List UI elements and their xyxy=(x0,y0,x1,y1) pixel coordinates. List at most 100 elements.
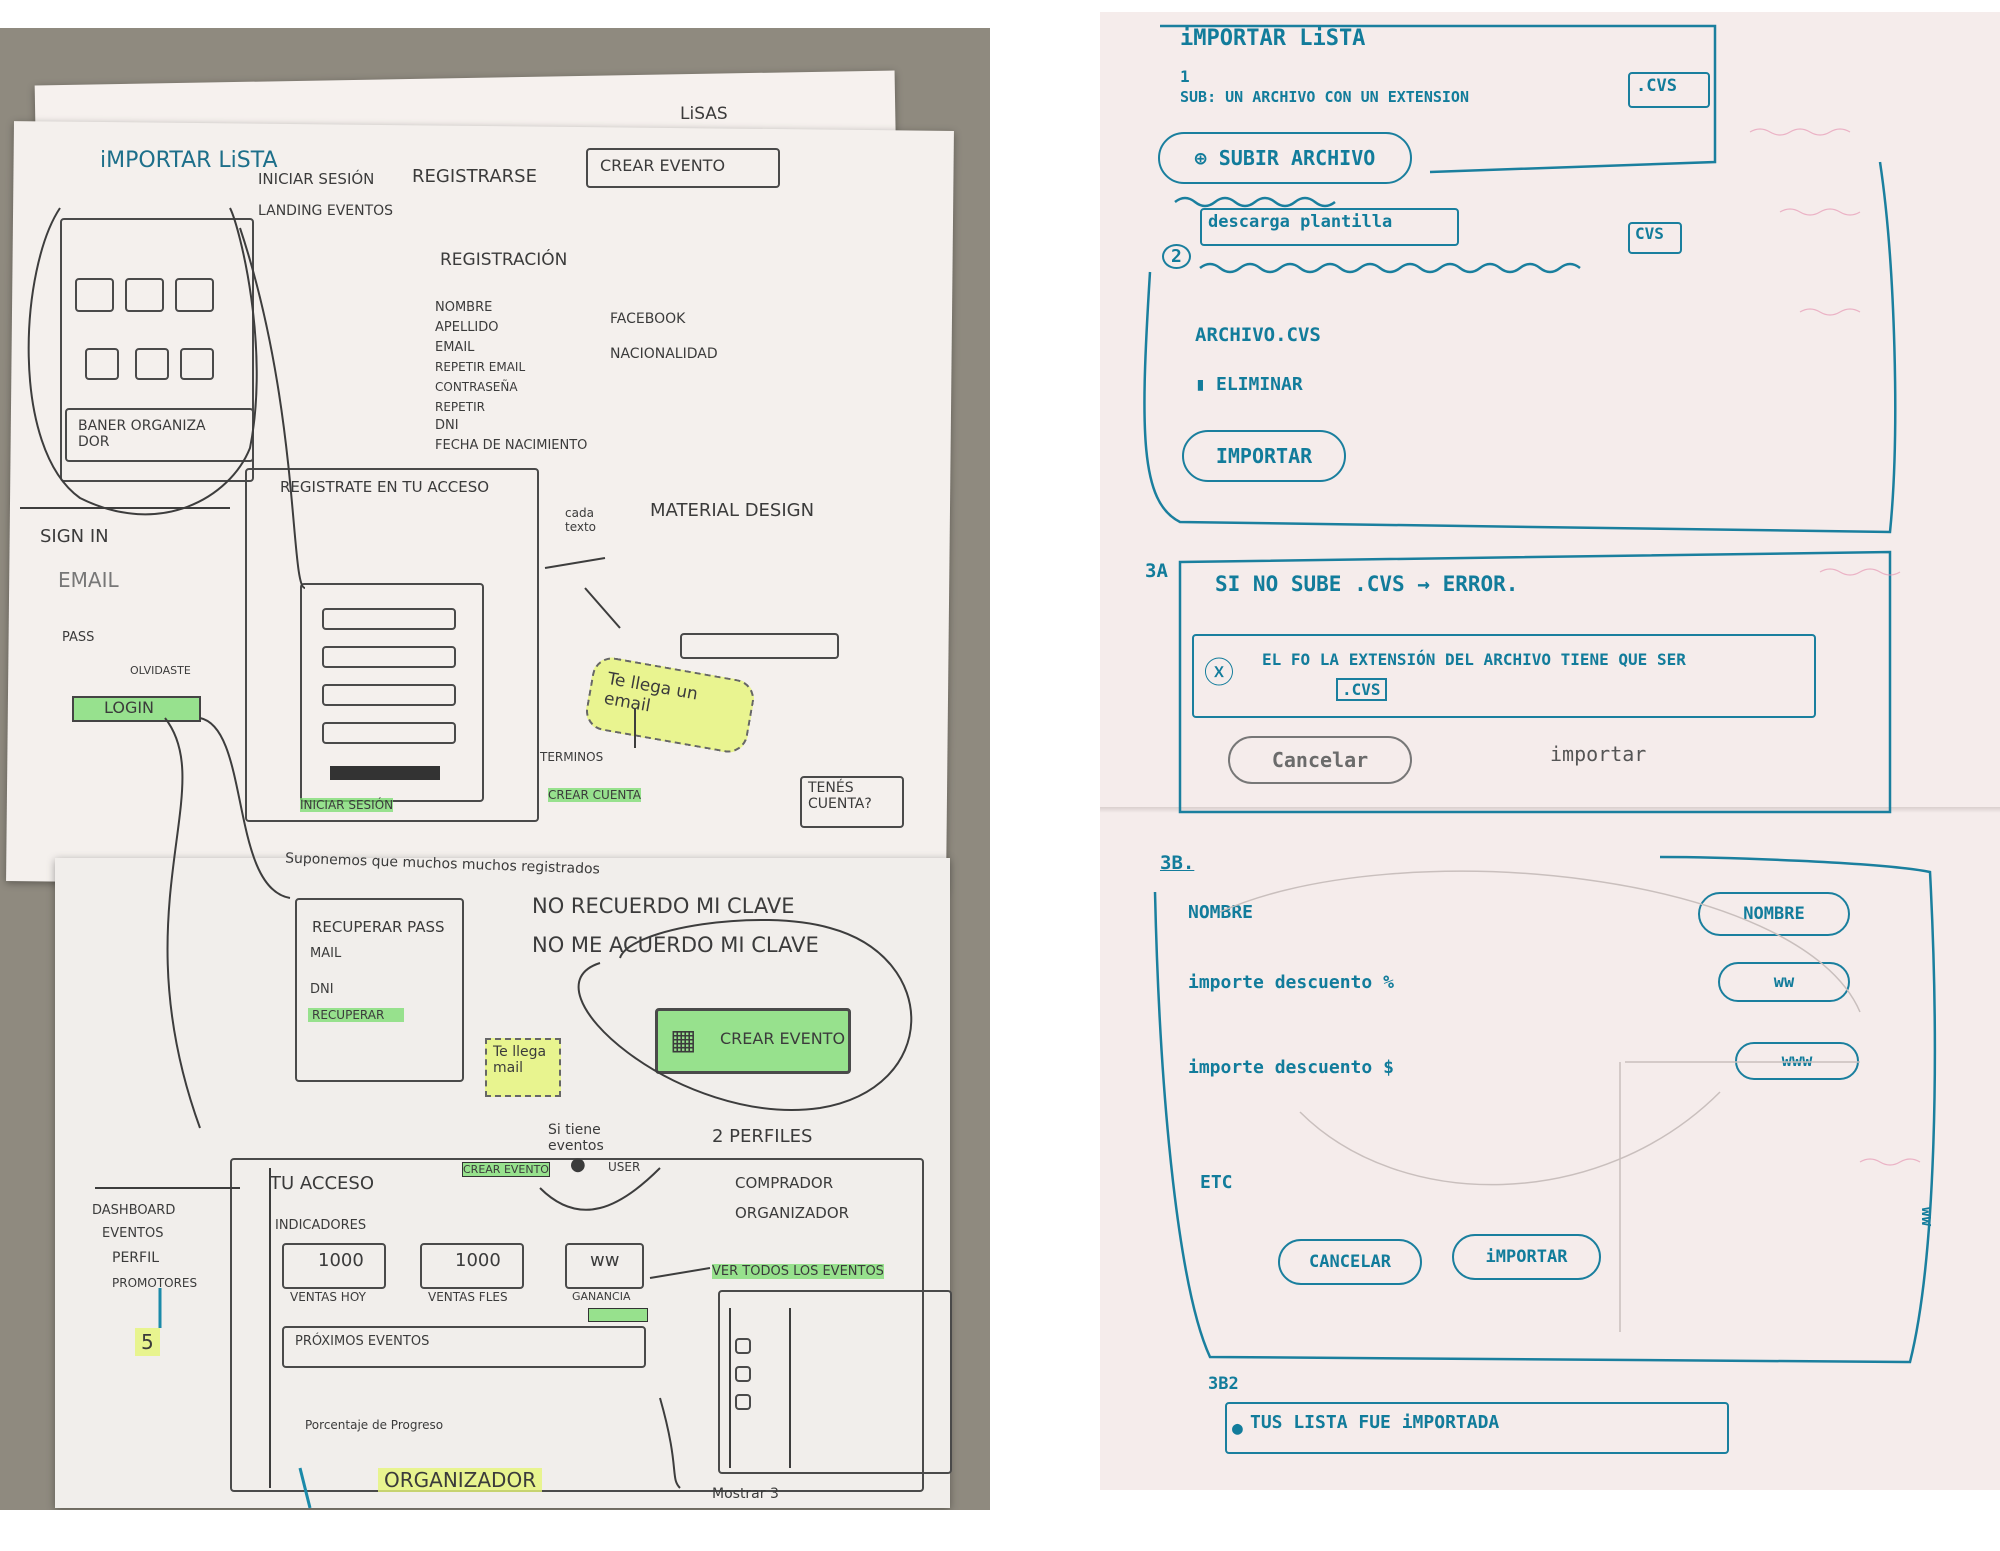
s3b-num: 3B. xyxy=(1160,852,1195,874)
reg-option-facebook: FACEBOOK xyxy=(610,311,686,327)
stat-value-3: ww xyxy=(590,1250,620,1271)
reg-field-3: REPETIR EMAIL xyxy=(435,360,526,374)
organizador-label: ORGANIZADOR xyxy=(378,1468,543,1492)
tenes-cuenta-label: TENÉS CUENTA? xyxy=(808,780,872,812)
signin-pass: PASS xyxy=(62,630,95,645)
login-button[interactable]: LOGIN xyxy=(72,696,201,722)
s1-title: iMPORTAR LiSTA xyxy=(1180,26,1366,51)
tab-crear-evento: CREAR EVENTO xyxy=(600,156,726,175)
s1-sub: SUB: UN ARCHIVO CON UN EXTENSION xyxy=(1180,88,1469,106)
tab-registrarse: REGISTRARSE xyxy=(412,166,537,187)
crear-evento-button[interactable]: ▦ CREAR EVENTO xyxy=(655,1008,851,1074)
s2-archivo: ARCHIVO.CVS xyxy=(1195,324,1321,346)
s3a-ext: .CVS xyxy=(1336,678,1387,701)
recover-title: RECUPERAR PASS xyxy=(312,918,445,936)
error-x-icon: ⓧ xyxy=(1204,656,1234,691)
s3a-importar-button[interactable]: importar xyxy=(1550,742,1647,766)
crear-cuenta-button[interactable]: CREAR CUENTA xyxy=(548,788,641,802)
stat-label-3: GANANCIA xyxy=(572,1290,631,1303)
s1-num: 1 xyxy=(1180,67,1190,86)
mostrar-label: Mostrar 3 xyxy=(712,1486,779,1502)
stat-label-1: VENTAS HOY xyxy=(290,1290,366,1304)
perfiles-title: 2 PERFILES xyxy=(712,1126,813,1147)
s3b-field-2-label: importe descuento $ xyxy=(1188,1057,1394,1078)
terminos-label: TERMINOS xyxy=(540,750,604,764)
s3a-cancelar-button[interactable]: Cancelar xyxy=(1228,736,1412,784)
s2-eliminar[interactable]: ELIMINAR xyxy=(1216,374,1303,395)
recover-box xyxy=(295,898,464,1082)
register-input-2 xyxy=(322,646,456,668)
user-icon[interactable]: ● xyxy=(570,1154,586,1175)
recover-button[interactable]: RECUPERAR xyxy=(308,1008,405,1022)
sidebar-item-perfil[interactable]: PERFIL xyxy=(112,1250,159,1266)
trash-icon[interactable]: ▮ xyxy=(1195,374,1206,395)
perfil-organizador: ORGANIZADOR xyxy=(735,1204,850,1222)
recover-dni: DNI xyxy=(310,982,334,997)
s2-importar-button[interactable]: IMPORTAR xyxy=(1182,430,1346,482)
reg-field-0: NOMBRE xyxy=(435,300,493,315)
tenes-cuenta-box xyxy=(800,776,904,828)
sidebar-item-eventos[interactable]: EVENTOS xyxy=(102,1226,164,1241)
dashboard-crear-evento[interactable]: CREAR EVENTO xyxy=(462,1162,550,1177)
subir-archivo-button[interactable]: ⊕ SUBIR ARCHIVO xyxy=(1158,132,1412,184)
stat-value-2: 1000 xyxy=(455,1250,501,1271)
reg-field-2: EMAIL xyxy=(435,340,475,355)
register-input-3 xyxy=(322,684,456,706)
s3b-field-1-label: importe descuento % xyxy=(1188,972,1394,993)
crear-evento-tab-box xyxy=(586,148,780,188)
recover-mail: MAIL xyxy=(310,946,342,961)
register-submit[interactable] xyxy=(330,766,440,780)
s3a-title: SI NO SUBE .CVS → ERROR. xyxy=(1215,572,1519,596)
right-sheet-fold xyxy=(1100,807,2000,813)
sidebar-item-dashboard[interactable]: DASHBOARD xyxy=(92,1203,176,1218)
register-box xyxy=(245,468,539,822)
landing-card-3 xyxy=(175,278,214,312)
landing-wireframe xyxy=(60,218,254,482)
left-sketch-strokes xyxy=(20,207,913,1509)
event-item-2[interactable] xyxy=(735,1366,751,1382)
landing-label: LANDING EVENTOS xyxy=(258,203,394,219)
login-button-label: LOGIN xyxy=(104,698,155,717)
reg-field-6: DNI xyxy=(435,418,459,433)
tab-listas: LiSAS xyxy=(680,104,728,124)
s3b-importar-button[interactable]: iMPORTAR xyxy=(1452,1234,1601,1280)
stat-label-2: VENTAS FLES xyxy=(428,1290,508,1304)
s2-descarga[interactable]: descarga plantilla xyxy=(1208,212,1393,232)
register-title: REGISTRATE EN TU ACCESO xyxy=(280,478,490,496)
right-sketch-photo: iMPORTAR LiSTA 1 SUB: UN ARCHIVO CON UN … xyxy=(1100,12,2000,1490)
proximos-box xyxy=(282,1326,646,1368)
register-input-1 xyxy=(322,608,456,630)
ver-todos-link[interactable]: VER TODOS LOS EVENTOS xyxy=(712,1264,884,1279)
s2-cvs: CVS xyxy=(1635,224,1664,243)
reg-field-4: CONTRASEÑA xyxy=(435,380,518,394)
tab-importar-lista: iMPORTAR LiSTA xyxy=(100,148,278,173)
no-recuerdo-2: NO ME ACUERDO MI CLAVE xyxy=(532,933,819,957)
reg-field-1: APELLIDO xyxy=(435,320,499,335)
s3b-field-2-value[interactable]: www xyxy=(1735,1042,1859,1080)
register-input-4 xyxy=(322,722,456,744)
s3b-field-0-value[interactable]: NOMBRE xyxy=(1698,892,1850,936)
stat-box-3 xyxy=(565,1243,644,1289)
signin-olvidaste: OLVIDASTE xyxy=(130,664,191,677)
plus-circle-icon: ⊕ xyxy=(1194,146,1207,170)
event-item-3[interactable] xyxy=(735,1394,751,1410)
page-number-badge: 5 xyxy=(135,1328,160,1356)
s3b2-num: 3B2 xyxy=(1208,1374,1239,1394)
s2-cvs-box xyxy=(1628,222,1682,254)
s3b2-msg: TUS LISTA FUE iMPORTADA xyxy=(1250,1412,1500,1433)
no-recuerdo-1: NO RECUERDO MI CLAVE xyxy=(532,894,795,918)
material-design-label: MATERIAL DESIGN xyxy=(650,500,815,521)
sidebar-item-promotores[interactable]: PROMOTORES xyxy=(112,1276,198,1290)
iniciar-sesion-link[interactable]: INICIAR SESIÓN xyxy=(300,798,394,812)
subir-archivo-label: SUBIR ARCHIVO xyxy=(1218,146,1376,170)
si-tiene-eventos: Si tiene eventos xyxy=(548,1122,604,1154)
landing-card-1 xyxy=(75,278,114,312)
signin-email: EMAIL xyxy=(58,568,119,592)
s3b-field-1-value[interactable]: ww xyxy=(1718,962,1850,1002)
s3b-cancelar-button[interactable]: CANCELAR xyxy=(1278,1239,1422,1285)
events-list-box xyxy=(718,1290,952,1474)
ganancia-bar xyxy=(588,1308,648,1322)
stat-box-1 xyxy=(282,1243,386,1289)
calendar-icon: ▦ xyxy=(670,1023,697,1056)
event-item-1[interactable] xyxy=(735,1338,751,1354)
